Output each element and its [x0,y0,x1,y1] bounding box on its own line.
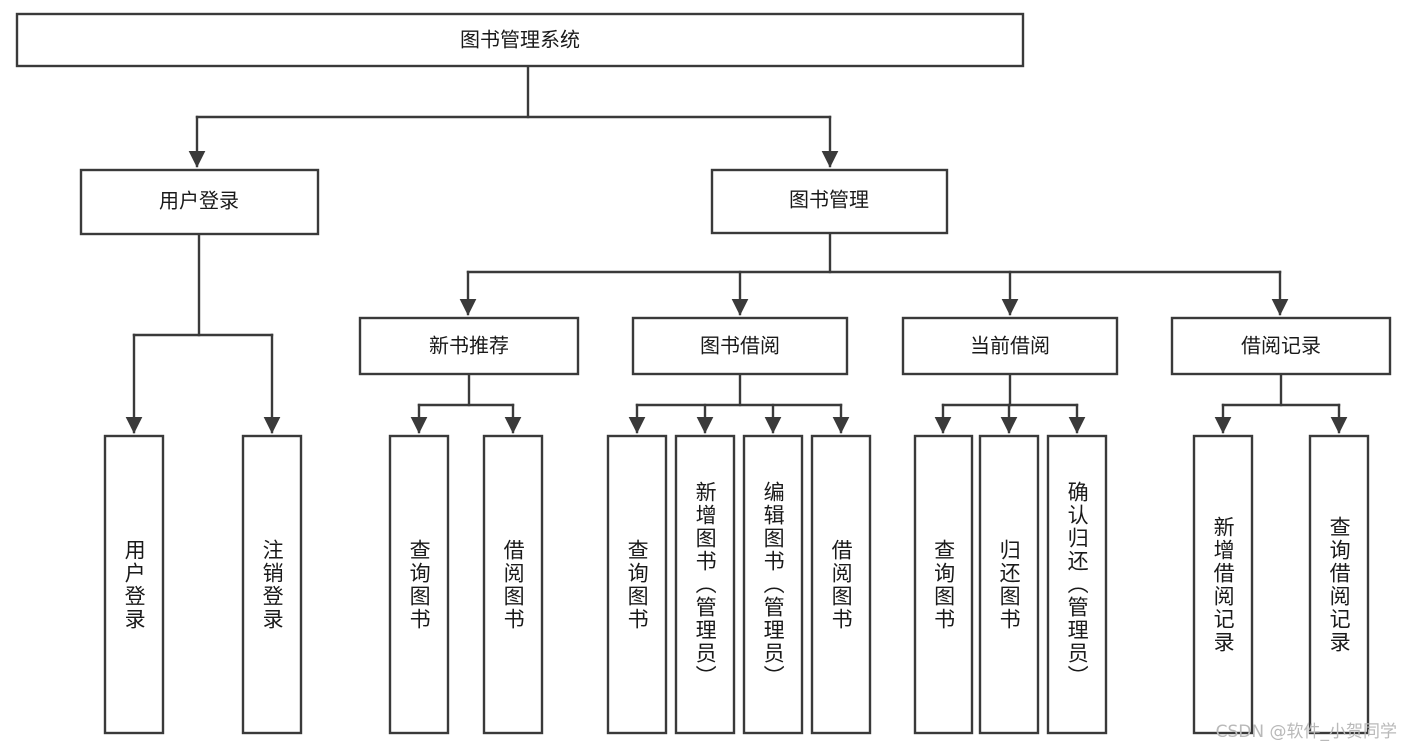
node-user-login[interactable]: 用户登录 [79,168,320,236]
node-leaf-query-borrow-record-box[interactable] [1308,434,1370,735]
node-book-management-box [710,168,949,235]
node-leaf-query-book-borrow-box[interactable] [606,434,668,735]
connector-group [125,64,1348,434]
node-leaf-query-book-recommend-box[interactable] [388,434,450,735]
node-borrow-record-label: 借阅记录 [1241,334,1321,358]
node-leaf-user-logout-box[interactable] [241,434,303,735]
node-leaf-borrow-book-box[interactable] [810,434,872,735]
node-user-login-label: 用户登录 [159,189,239,213]
node-borrow-record[interactable]: 借阅记录 [1170,316,1392,376]
node-root-label: 图书管理系统 [460,28,580,52]
node-leaf-query-book-current-box[interactable] [913,434,974,735]
node-book-borrow[interactable]: 图书借阅 [631,316,849,376]
node-user-login-box [79,168,320,236]
node-leaf-user-login-box[interactable] [103,434,165,735]
node-leaf-edit-book-box[interactable] [742,434,804,735]
node-current-borrow-box [901,316,1119,376]
node-leaf-add-book-box[interactable] [674,434,736,735]
node-book-borrow-box [631,316,849,376]
node-borrow-record-box [1170,316,1392,376]
node-new-book-recommend[interactable]: 新书推荐 [358,316,580,376]
node-root-box [15,12,1025,68]
watermark-text: CSDN @软件_小贺同学 [1215,722,1397,742]
node-current-borrow[interactable]: 当前借阅 [901,316,1119,376]
node-new-book-recommend-label: 新书推荐 [429,334,509,358]
node-leaf-add-borrow-record-box[interactable] [1192,434,1254,735]
leaf-box-group [103,434,1370,735]
node-book-borrow-label: 图书借阅 [700,334,780,358]
node-new-book-recommend-box [358,316,580,376]
node-book-management[interactable]: 图书管理 [710,168,949,235]
node-book-management-label: 图书管理 [789,188,869,212]
node-leaf-return-book-box[interactable] [978,434,1040,735]
node-root[interactable]: 图书管理系统 [15,12,1025,68]
node-leaf-confirm-return-box[interactable] [1046,434,1108,735]
node-current-borrow-label: 当前借阅 [970,334,1050,358]
node-leaf-borrow-book-recommend-box[interactable] [482,434,544,735]
